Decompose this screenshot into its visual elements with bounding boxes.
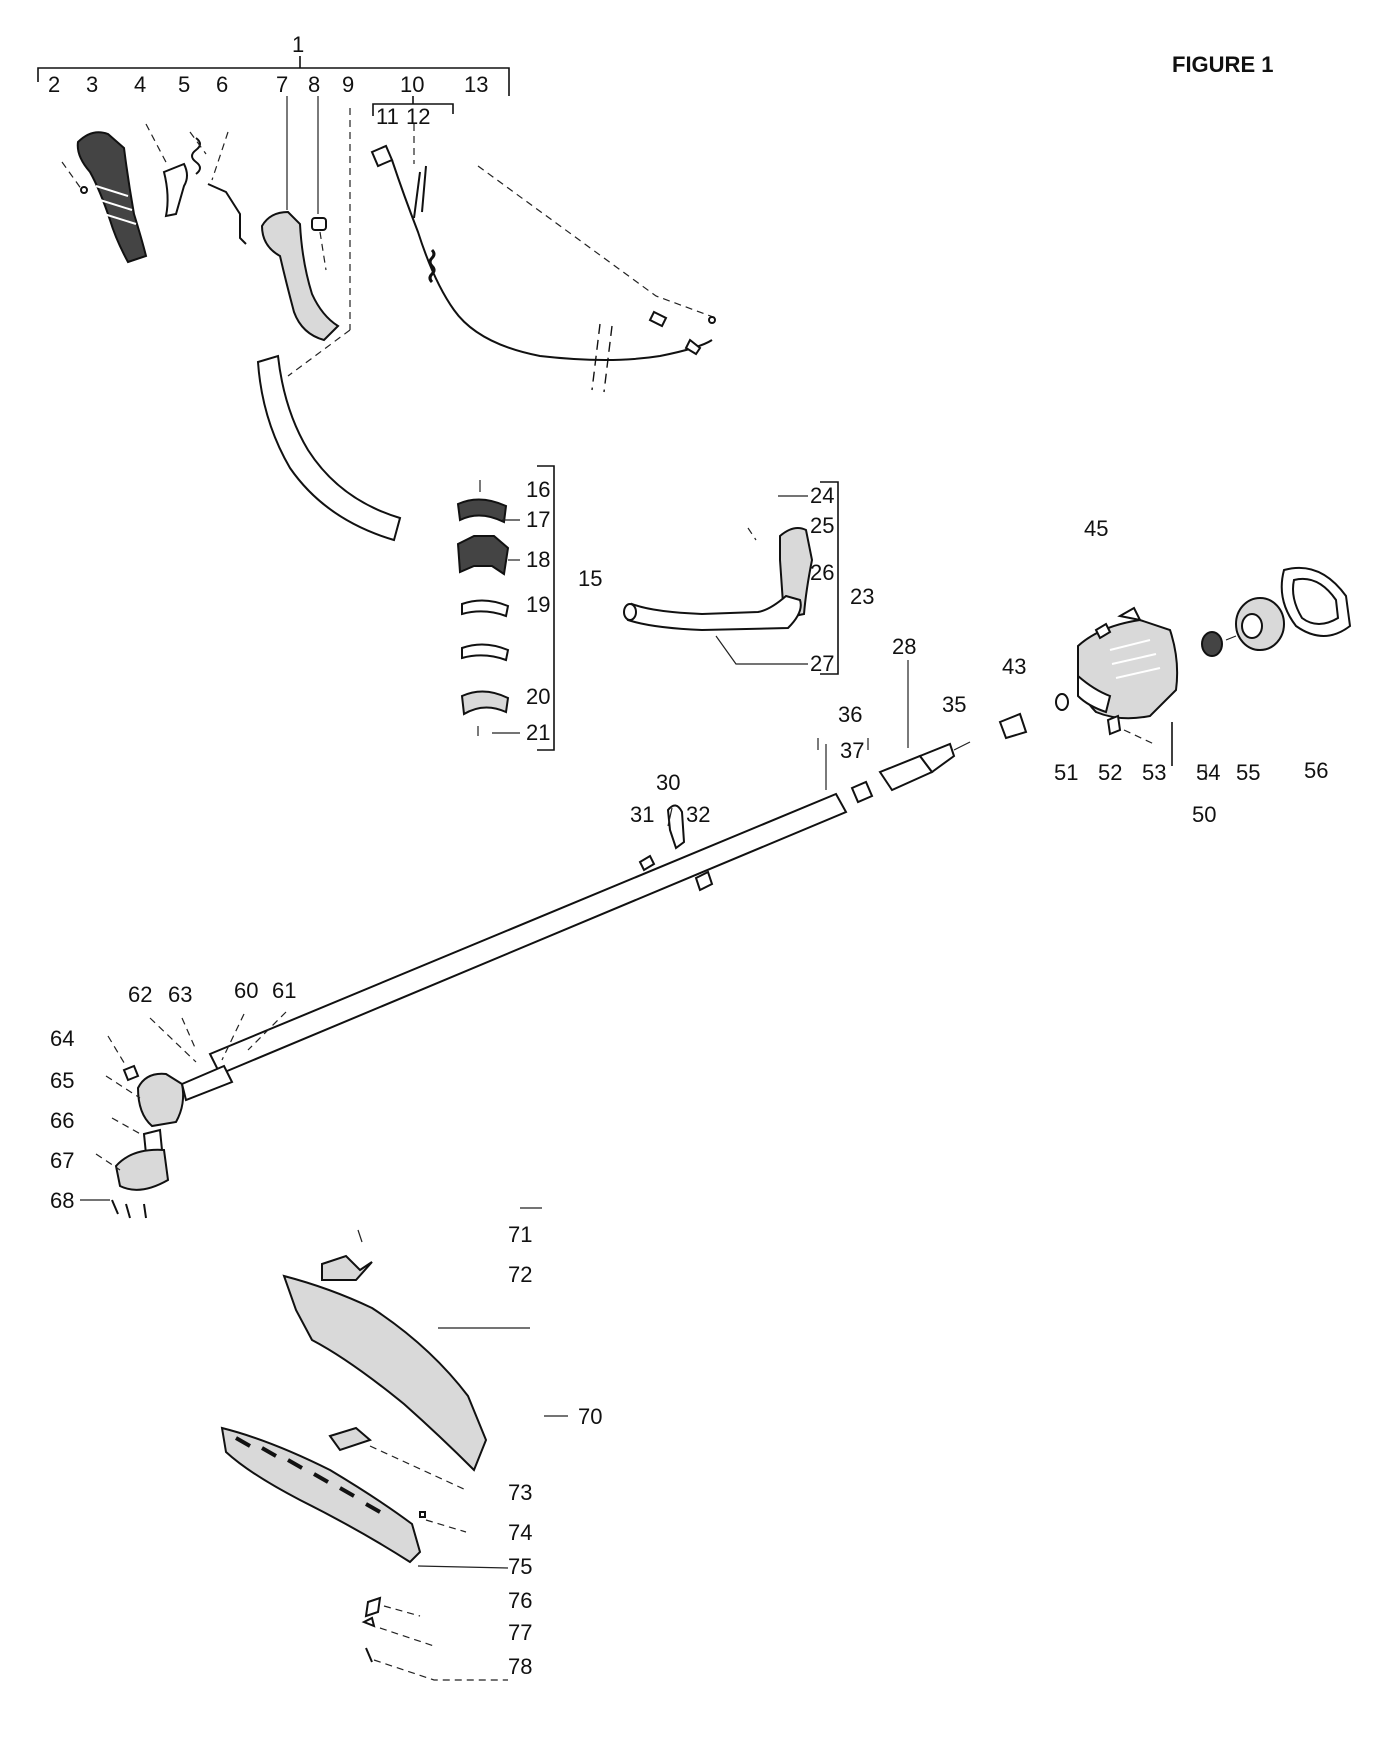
- callout-label: 1: [292, 32, 304, 57]
- callout-label: 3: [86, 72, 98, 97]
- callout-label: 71: [508, 1222, 532, 1247]
- callout-label: 43: [1002, 654, 1026, 679]
- trigger-spring-part: [189, 131, 207, 175]
- callout-label: 4: [134, 72, 146, 97]
- clutch-bearing-part: [1201, 631, 1237, 657]
- handle-nut-part: [311, 96, 327, 271]
- shaft-clamp-part: [638, 804, 714, 892]
- callout-label: 15: [578, 566, 602, 591]
- callout-label: 13: [464, 72, 488, 97]
- clutch-drum-part: [1235, 597, 1285, 651]
- front-handle-group-23: [623, 481, 839, 675]
- blade-guard-part: [220, 1207, 568, 1681]
- callout-label: 73: [508, 1480, 532, 1505]
- callout-label: 68: [50, 1188, 74, 1213]
- callout-label: 55: [1236, 760, 1260, 785]
- drive-shaft-part: [878, 660, 971, 792]
- callout-label: 77: [508, 1620, 532, 1645]
- callout-label: 70: [578, 1404, 602, 1429]
- throttle-lever-part: [207, 131, 247, 245]
- callout-label: 63: [168, 982, 192, 1007]
- callout-label: 74: [508, 1520, 532, 1545]
- callout-label: 72: [508, 1262, 532, 1287]
- callout-label: 25: [810, 513, 834, 538]
- callout-label: 75: [508, 1554, 532, 1579]
- callout-label: 35: [942, 692, 966, 717]
- callout-label: 37: [840, 738, 864, 763]
- callout-label: 45: [1084, 516, 1108, 541]
- callout-label: 19: [526, 592, 550, 617]
- callout-label: 24: [810, 483, 834, 508]
- callout-label: 17: [526, 507, 550, 532]
- callout-labels: 1 2 3 4 5 6 7 8 9 10 11 12 13 15 16 17 1…: [48, 32, 1328, 1679]
- callout-label: 36: [838, 702, 862, 727]
- callout-label: 32: [686, 802, 710, 827]
- callout-label: 60: [234, 978, 258, 1003]
- callout-label: 12: [406, 104, 430, 129]
- assembly-1-bracket: [37, 56, 510, 116]
- callout-label: 11: [376, 104, 399, 129]
- shaft-bushing-part: [850, 780, 874, 804]
- callout-label: 31: [630, 802, 654, 827]
- callout-label: 5: [178, 72, 190, 97]
- clutch-housing-part: [1055, 606, 1207, 780]
- callout-label: 26: [810, 560, 834, 585]
- callout-label: 76: [508, 1588, 532, 1613]
- callout-label: 21: [526, 720, 550, 745]
- callout-label: 65: [50, 1068, 74, 1093]
- handle-tube-part: [256, 108, 402, 542]
- callout-label: 2: [48, 72, 60, 97]
- callout-label: 6: [216, 72, 228, 97]
- callout-label: 30: [656, 770, 680, 795]
- callout-label: 8: [308, 72, 320, 97]
- callout-label: 56: [1304, 758, 1328, 783]
- callout-label: 27: [810, 651, 834, 676]
- throttle-cable-part: [370, 124, 717, 393]
- callout-label: 50: [1192, 802, 1216, 827]
- callout-label: 9: [342, 72, 354, 97]
- mounting-ring-part: [1280, 566, 1352, 637]
- callout-label: 7: [276, 72, 288, 97]
- callout-label: 10: [400, 72, 424, 97]
- callout-label: 28: [892, 634, 916, 659]
- figure-title: FIGURE 1: [1172, 52, 1273, 77]
- callout-label: 20: [526, 684, 550, 709]
- callout-label: 52: [1098, 760, 1122, 785]
- callout-label: 23: [850, 584, 874, 609]
- gear-head-part: [80, 1011, 287, 1219]
- callout-label: 16: [526, 477, 550, 502]
- callout-label: 51: [1054, 760, 1078, 785]
- clamp-group-15: [456, 465, 555, 751]
- callout-label: 18: [526, 547, 550, 572]
- handle-cover-part: [260, 96, 340, 342]
- callout-label: 62: [128, 982, 152, 1007]
- coupling-sleeve-part: [998, 712, 1028, 740]
- rear-handle-part: [61, 131, 148, 264]
- callout-label: 66: [50, 1108, 74, 1133]
- callout-label: 53: [1142, 760, 1166, 785]
- callout-label: 61: [272, 978, 296, 1003]
- drive-shaft-tube: [208, 738, 869, 1076]
- callout-label: 67: [50, 1148, 74, 1173]
- callout-label: 78: [508, 1654, 532, 1679]
- throttle-trigger-part: [145, 123, 188, 218]
- callout-label: 54: [1196, 760, 1220, 785]
- callout-label: 64: [50, 1026, 74, 1051]
